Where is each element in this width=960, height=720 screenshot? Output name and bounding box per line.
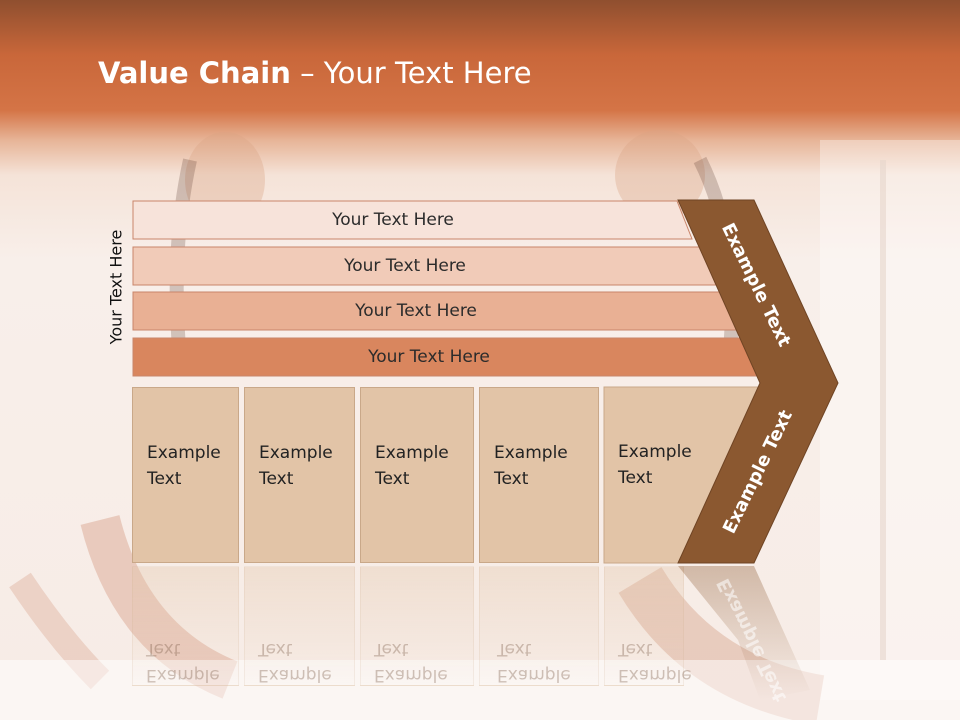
box-2-reflection bbox=[244, 566, 355, 686]
bar-4-label: Your Text Here bbox=[368, 347, 490, 367]
example-box-3: Example Text bbox=[360, 387, 474, 563]
box-2-line2: Text bbox=[259, 469, 294, 489]
title-bold: Value Chain bbox=[98, 56, 291, 90]
bar-3: Your Text Here bbox=[132, 291, 740, 331]
slide-title: Value Chain – Your Text Here bbox=[98, 56, 532, 90]
box-1-line1: Example bbox=[147, 443, 221, 463]
example-box-4: Example Text bbox=[479, 387, 599, 563]
example-box-2: Example Text bbox=[244, 387, 355, 563]
bar-1-label: Your Text Here bbox=[332, 210, 454, 230]
title-rest: – Your Text Here bbox=[290, 56, 532, 90]
bar-2-label: Your Text Here bbox=[344, 256, 466, 276]
box-5-reflection bbox=[604, 566, 684, 686]
box-2-line1: Example bbox=[259, 443, 333, 463]
bar-1: Your Text Here bbox=[132, 200, 694, 240]
vertical-label: Your Text Here bbox=[106, 229, 126, 345]
box-5-line1: Example bbox=[618, 442, 692, 462]
box-3-line2: Text bbox=[375, 469, 410, 489]
bar-3-label: Your Text Here bbox=[355, 301, 477, 321]
box-4-line2: Text bbox=[494, 469, 529, 489]
box-5-line2: Text bbox=[618, 468, 653, 488]
example-box-1: Example Text bbox=[132, 387, 239, 563]
box-1-reflection bbox=[132, 566, 239, 686]
bar-4: Your Text Here bbox=[132, 337, 766, 377]
box-1-line2: Text bbox=[147, 469, 182, 489]
box-3-reflection bbox=[360, 566, 474, 686]
box-3-line1: Example bbox=[375, 443, 449, 463]
box-4-reflection bbox=[479, 566, 599, 686]
box-4-line1: Example bbox=[494, 443, 568, 463]
bar-2: Your Text Here bbox=[132, 246, 718, 286]
example-box-5: Example Text bbox=[604, 387, 734, 563]
